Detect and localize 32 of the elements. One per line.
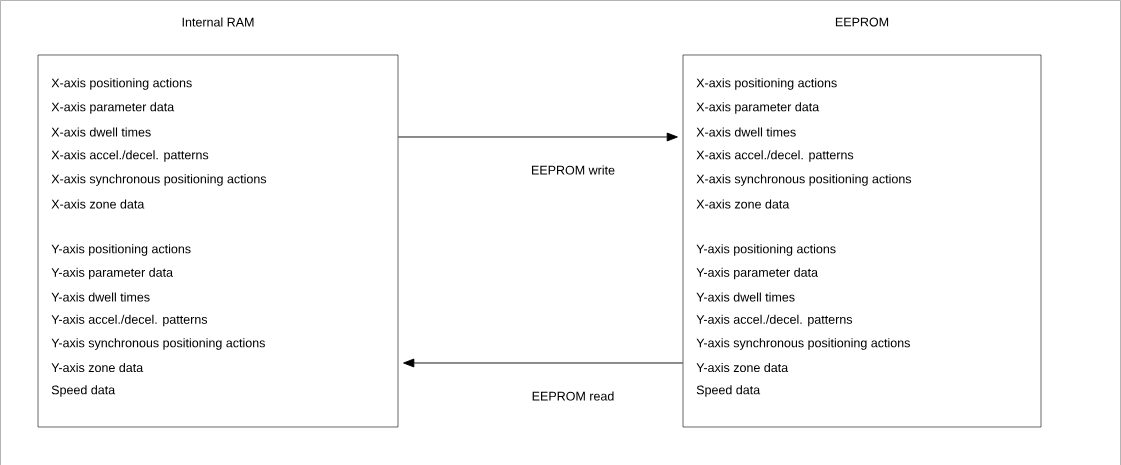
list-item: Y-axis parameter data — [51, 267, 173, 280]
arrow — [403, 358, 684, 368]
edge-label: EEPROM read — [530, 390, 616, 402]
list-item: X-axis zone data — [51, 199, 145, 209]
list-item: X-axis synchronous positioning actions — [696, 174, 912, 186]
list-item: X-axis accel./decel. patterns — [696, 150, 854, 162]
list-item: X-axis positioning actions — [51, 78, 192, 90]
list-item: Y-axis accel./decel. patterns — [51, 314, 208, 327]
box-heading: EEPROM — [835, 17, 889, 27]
list-item: X-axis positioning actions — [696, 78, 837, 90]
list-item: Y-axis dwell times — [51, 292, 150, 302]
list-item: X-axis zone data — [696, 199, 790, 209]
list-item: Y-axis positioning actions — [51, 244, 191, 256]
list-item: Y-axis zone data — [696, 362, 789, 373]
list-item: Y-axis synchronous positioning actions — [696, 338, 910, 350]
edge-label: EEPROM write — [530, 164, 617, 176]
arrow — [397, 132, 678, 142]
list-item: X-axis dwell times — [696, 127, 796, 137]
list-item: X-axis synchronous positioning actions — [51, 174, 267, 186]
list-item: Speed data — [51, 385, 116, 397]
list-item: Speed data — [696, 385, 761, 397]
list-item: Y-axis synchronous positioning actions — [51, 338, 265, 350]
list-item: Y-axis positioning actions — [696, 244, 836, 256]
list-item: X-axis accel./decel. patterns — [51, 150, 209, 162]
list-item: Y-axis parameter data — [696, 267, 818, 280]
list-item: Y-axis dwell times — [696, 292, 795, 302]
box-heading: Internal RAM — [182, 17, 254, 27]
list-item: X-axis dwell times — [51, 127, 151, 137]
list-item: X-axis parameter data — [696, 102, 820, 114]
list-item: X-axis parameter data — [51, 102, 175, 114]
list-item: Y-axis zone data — [51, 362, 144, 373]
list-item: Y-axis accel./decel. patterns — [696, 314, 853, 327]
